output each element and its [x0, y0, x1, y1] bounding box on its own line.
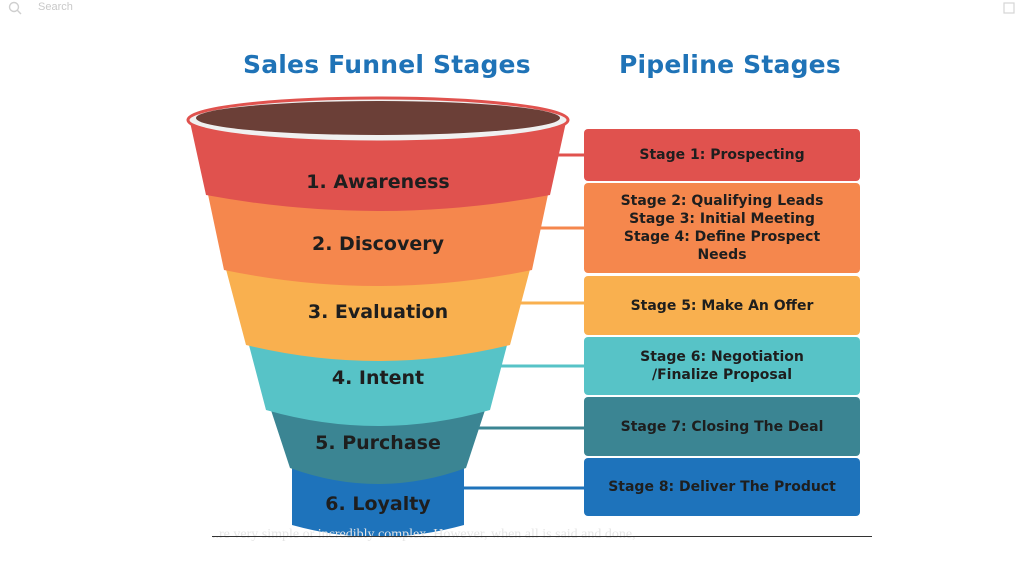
- top-bar: Search: [0, 0, 1024, 16]
- pipeline-stage-label-6: Stage 8: Deliver The Product: [608, 479, 836, 495]
- pipeline-stage-4: Stage 6: Negotiation /Finalize Proposal: [584, 337, 860, 395]
- pipeline-stage-3: Stage 5: Make An Offer: [584, 276, 860, 335]
- funnel-label-2: 2. Discovery: [312, 233, 445, 255]
- pipeline-stage-5: Stage 7: Closing The Deal: [584, 397, 860, 456]
- pipeline-stage-label-1: Stage 1: Prospecting: [639, 147, 805, 163]
- search-label[interactable]: Search: [38, 1, 73, 13]
- divider: [212, 536, 872, 537]
- funnel-label-6: 6. Loyalty: [325, 493, 431, 515]
- pipeline-stage-label-4: Stage 6: Negotiation /Finalize Proposal: [640, 349, 804, 383]
- background-caption: ..re very simple or incredibly complex. …: [212, 527, 636, 542]
- search-icon[interactable]: [8, 1, 22, 15]
- pipeline-stage-label-5: Stage 7: Closing The Deal: [620, 418, 824, 435]
- expand-icon[interactable]: [1002, 1, 1016, 15]
- funnel-band-3: [223, 258, 533, 361]
- funnel-label-5: 5. Purchase: [315, 432, 441, 454]
- pipeline-title: Pipeline Stages: [619, 50, 841, 79]
- funnel-band-1: [190, 122, 566, 211]
- pipeline-stage-1: Stage 1: Prospecting: [584, 129, 860, 181]
- funnel-opening: [196, 101, 560, 135]
- funnel-band-2: [206, 185, 550, 286]
- funnel-label-1: 1. Awareness: [306, 171, 449, 193]
- pipeline-stage-label-2: Stage 2: Qualifying Leads Stage 3: Initi…: [620, 193, 824, 263]
- pipeline-stage-2: Stage 2: Qualifying Leads Stage 3: Initi…: [584, 183, 860, 273]
- pipeline-stage-6: Stage 8: Deliver The Product: [584, 458, 860, 516]
- funnel-label-4: 4. Intent: [332, 367, 424, 389]
- funnel-label-3: 3. Evaluation: [308, 301, 448, 323]
- funnel-title: Sales Funnel Stages: [243, 50, 531, 79]
- pipeline-stage-label-3: Stage 5: Make An Offer: [630, 297, 814, 314]
